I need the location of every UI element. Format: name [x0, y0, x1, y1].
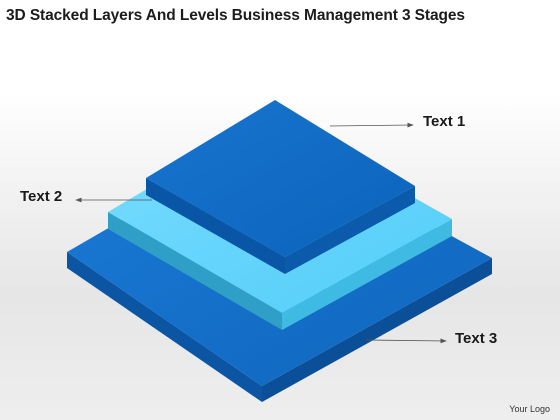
layer-bottom-left-face	[67, 252, 262, 402]
layer-top	[146, 100, 415, 274]
layer-bottom-right-face	[262, 258, 492, 402]
layer-top-left-face	[146, 178, 285, 274]
logo-text: Your Logo	[509, 404, 550, 414]
layer-top-right-face	[285, 186, 415, 274]
layer-top-top-face	[146, 100, 415, 257]
label-text-3: Text 3	[455, 330, 498, 347]
layer-middle-left-face	[108, 212, 282, 330]
layer-middle-right-face	[282, 219, 452, 330]
label-text-2: Text 2	[20, 188, 63, 205]
label-text-1: Text 1	[423, 113, 466, 130]
slide-title: 3D Stacked Layers And Levels Business Ma…	[6, 7, 465, 24]
arrow-text-3	[364, 338, 447, 344]
arrow-text-1	[329, 122, 414, 128]
